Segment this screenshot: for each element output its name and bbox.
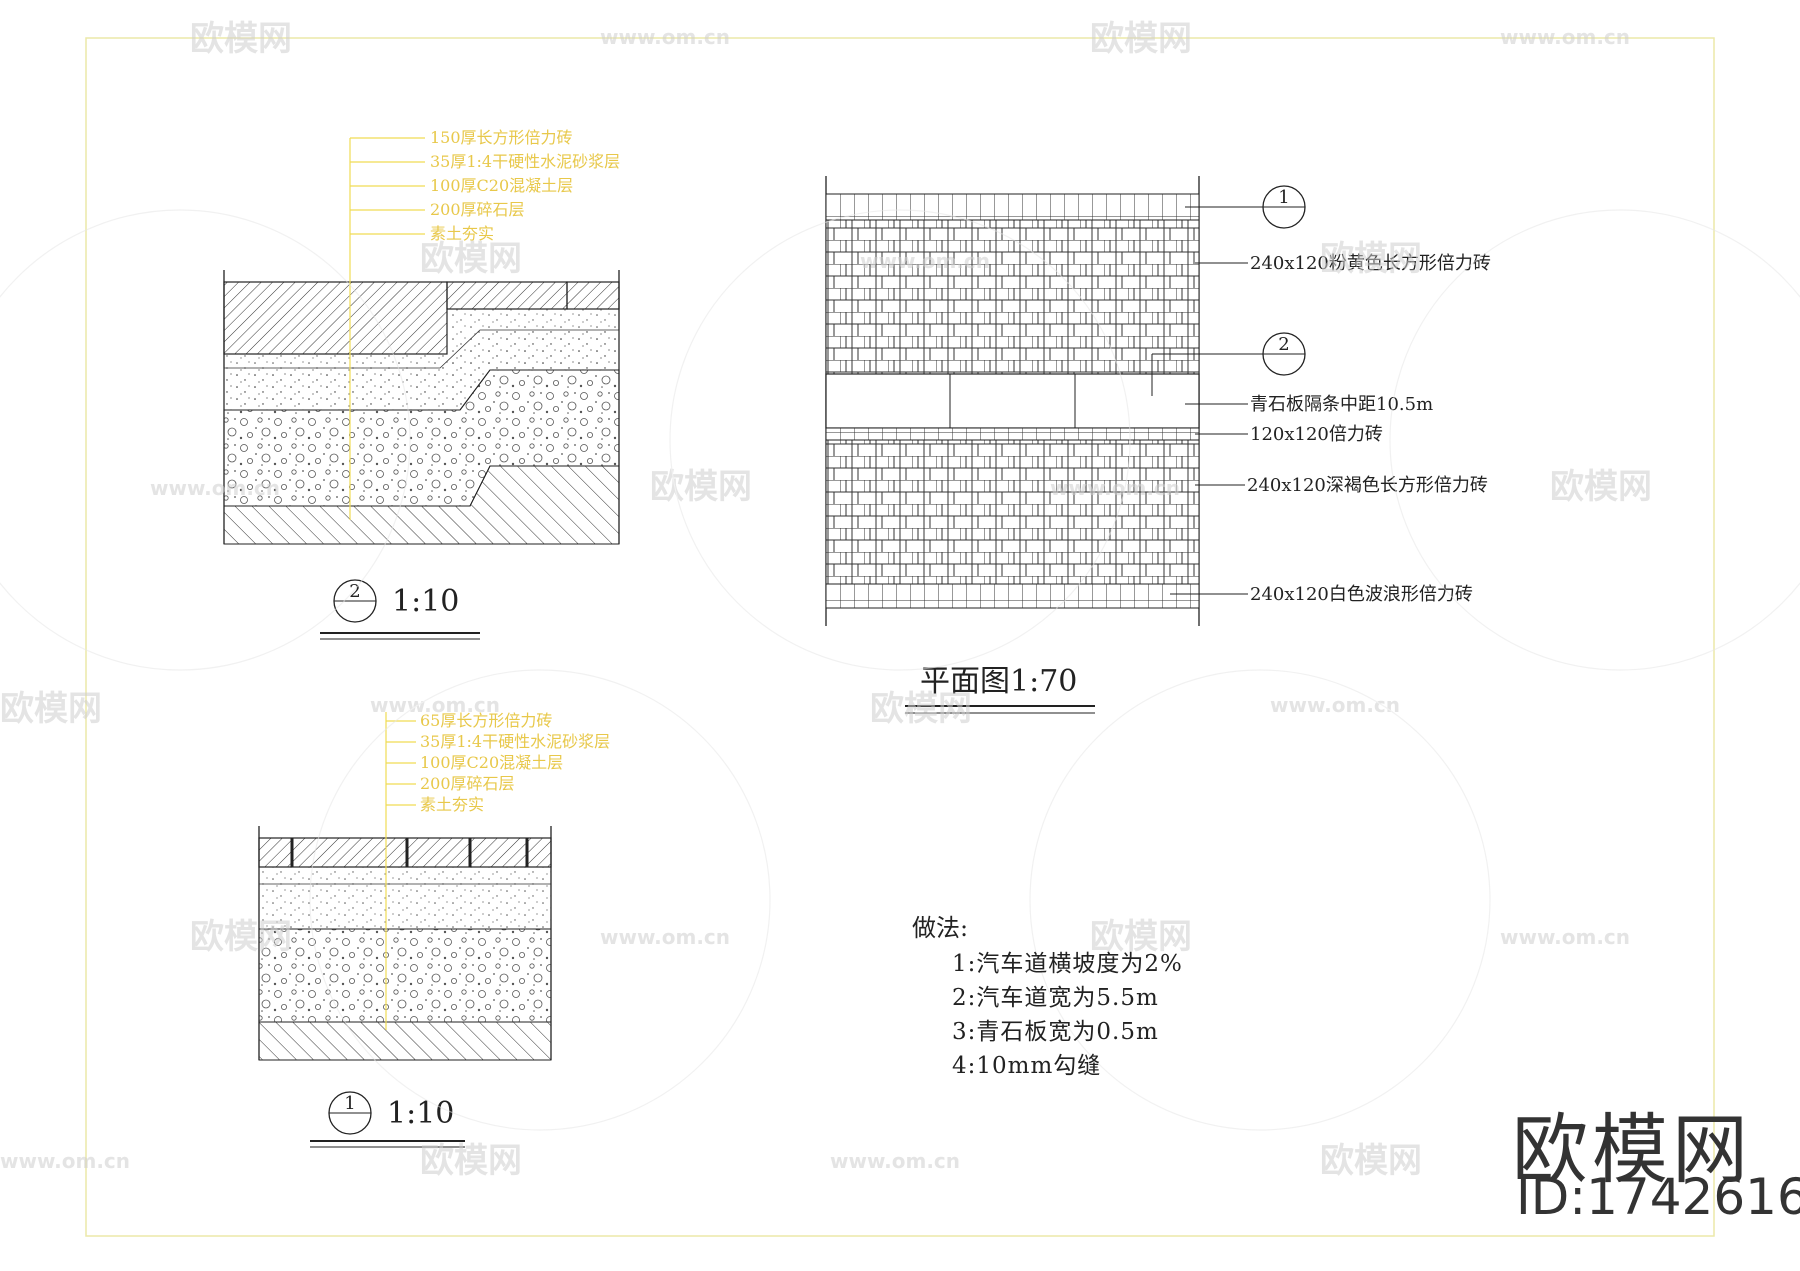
plan-marker-1-number: 1	[1278, 187, 1289, 208]
section-a-label: 150厚长方形倍力砖	[430, 128, 573, 147]
watermark-url: www.om.cn	[150, 476, 280, 500]
watermark-url: www.om.cn	[1500, 25, 1630, 49]
section-b-label: 素土夯实	[420, 795, 484, 814]
plan-drawing	[825, 176, 1265, 626]
watermark-logo: 欧模网	[1320, 239, 1422, 279]
watermark-logo: 欧模网	[190, 917, 292, 957]
section-b-label: 200厚碎石层	[420, 774, 515, 793]
section-b-label: 100厚C20混凝土层	[420, 753, 563, 772]
watermark-url: www.om.cn	[370, 693, 500, 717]
brand-id: ID:1742616	[1516, 1168, 1800, 1226]
plan-marker-2-number: 2	[1278, 334, 1289, 355]
watermark-logo: 欧模网	[420, 1141, 522, 1181]
section-a-label: 100厚C20混凝土层	[430, 176, 573, 195]
watermark-url: www.om.cn	[600, 25, 730, 49]
watermark-logo: 欧模网	[420, 239, 522, 279]
watermark-url: www.om.cn	[1270, 693, 1400, 717]
watermark-url: www.om.cn	[830, 1149, 960, 1173]
section-a-scale: 1:10	[392, 584, 459, 619]
plan-labels: 240x120粉黄色长方形倍力砖 青石板隔条中距10.5m 120x120倍力砖…	[1247, 253, 1491, 605]
section-b-drawing	[258, 712, 552, 1061]
watermark-url: www.om.cn	[0, 1149, 130, 1173]
plan-markers: 1 2	[1262, 185, 1306, 376]
section-a-labels: 150厚长方形倍力砖 35厚1:4干硬性水泥砂浆层 100厚C20混凝土层 20…	[430, 128, 620, 243]
section-b-labels: 65厚长方形倍力砖 35厚1:4干硬性水泥砂浆层 100厚C20混凝土层 200…	[420, 711, 610, 814]
watermark-url: www.om.cn	[1500, 925, 1630, 949]
watermark-logo: 欧模网	[870, 689, 972, 729]
section-a-label: 素土夯实	[430, 224, 494, 243]
section-a-marker-number: 2	[349, 581, 360, 602]
note-item: 3:青石板宽为0.5m	[952, 1019, 1159, 1045]
section-b-scale: 1:10	[387, 1096, 454, 1131]
note-item: 1:汽车道横坡度为2%	[952, 951, 1183, 977]
section-b-marker-number: 1	[344, 1093, 355, 1114]
notes-title: 做法:	[912, 914, 969, 942]
watermark-logo: 欧模网	[1320, 1141, 1422, 1181]
section-a-drawing	[223, 137, 620, 545]
watermark-url: www.om.cn	[860, 249, 990, 273]
watermark-logo: 欧模网	[190, 19, 292, 59]
plan-label: 240x120粉黄色长方形倍力砖	[1250, 253, 1491, 274]
note-item: 4:10mm勾缝	[952, 1053, 1102, 1079]
watermark-logo: 欧模网	[650, 467, 752, 507]
plan-label: 青石板隔条中距10.5m	[1250, 394, 1433, 415]
watermark-logo: 欧模网	[1090, 19, 1192, 59]
watermark-url: www.om.cn	[1050, 476, 1180, 500]
watermark-layer: 欧模网 www.om.cn 欧模网 www.om.cn 欧模网 www.om.c…	[0, 19, 1800, 1181]
section-a-title: 2 1:10	[320, 579, 480, 640]
section-a-label: 35厚1:4干硬性水泥砂浆层	[430, 152, 620, 171]
brand-logo: 欧模网	[1512, 1105, 1752, 1194]
plan-label: 240x120白色波浪形倍力砖	[1250, 584, 1473, 605]
watermark-logo: 欧模网	[1550, 467, 1652, 507]
plan-title-group: 平面图1:70	[905, 664, 1095, 714]
drawing-border	[85, 37, 1715, 1237]
section-b-label: 65厚长方形倍力砖	[420, 711, 552, 730]
section-b-label: 35厚1:4干硬性水泥砂浆层	[420, 732, 610, 751]
watermark-logo: 欧模网	[0, 689, 102, 729]
note-item: 2:汽车道宽为5.5m	[952, 985, 1159, 1011]
section-a-label: 200厚碎石层	[430, 200, 525, 219]
plan-label: 240x120深褐色长方形倍力砖	[1247, 475, 1488, 496]
section-b-title: 1 1:10	[310, 1091, 465, 1148]
plan-title: 平面图1:70	[920, 664, 1077, 699]
watermark-url: www.om.cn	[600, 925, 730, 949]
plan-label: 120x120倍力砖	[1250, 424, 1383, 445]
watermark-logo: 欧模网	[1090, 917, 1192, 957]
